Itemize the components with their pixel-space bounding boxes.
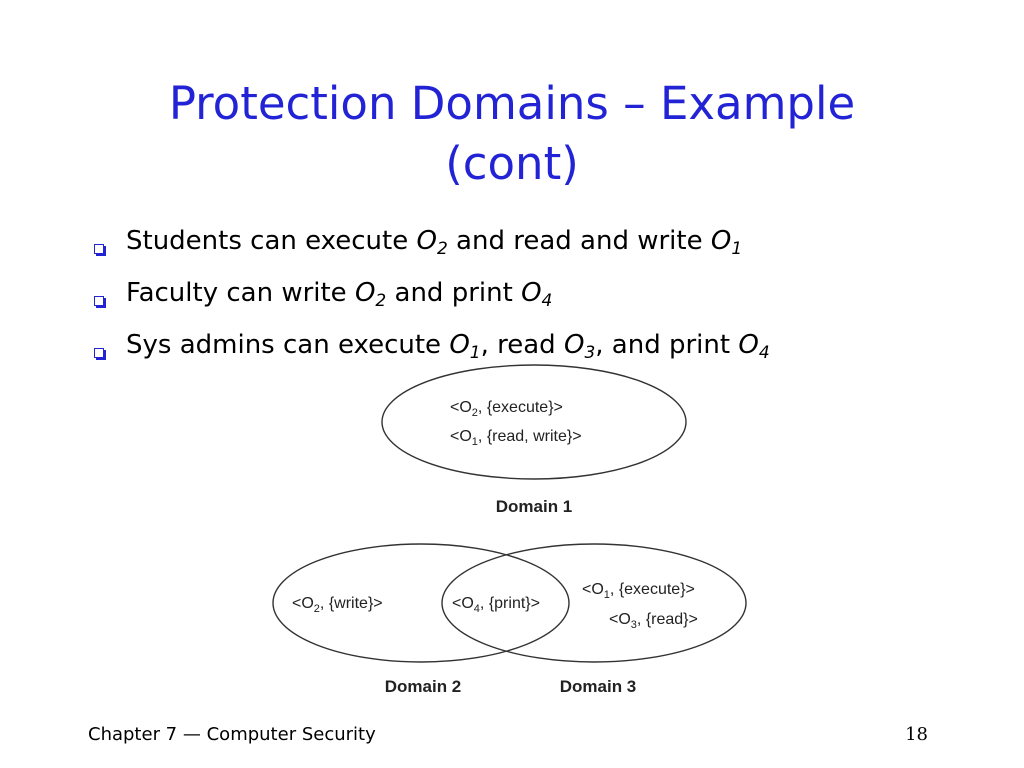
domain-3-ellipse [441,543,747,663]
entry-rights: , {print}> [480,595,540,612]
entry-prefix: <O [452,595,474,612]
domain-1-ellipse [381,364,687,480]
bullet-item: Sys admins can execute O1, read O3, and … [92,330,972,382]
entry-rights: , {read, write}> [478,428,582,445]
footer-dash: — [182,724,201,745]
entry-subscript: 2 [314,603,320,615]
entry-subscript: 4 [474,603,480,615]
bullet-list: Students can execute O2 and read and wri… [92,226,972,382]
square-bullet-icon [94,244,104,254]
text-run: Faculty can write [126,278,355,308]
entry-subscript: 3 [631,619,637,631]
subscript: 3 [584,343,596,363]
slide-title-line-1: Protection Domains – Example [168,77,856,130]
entry-rights: , {execute}> [478,399,563,416]
text-run: , and print [595,330,739,360]
square-bullet-icon [94,348,104,358]
object-symbol: O [354,278,376,308]
domain-1-entry: <O2, {execute}> [450,399,563,419]
shared-entry: <O4, {print}> [452,595,540,615]
domain-2-entry: <O2, {write}> [292,595,383,615]
text-run: and read and write [447,226,711,256]
entry-subscript: 1 [604,589,610,601]
slide-title: Protection Domains – Example (cont) [90,74,934,194]
entry-prefix: <O [450,428,472,445]
bullet-item: Faculty can write O2 and print O4 [92,278,972,330]
object-symbol: O [563,330,585,360]
domain-1-label: Domain 1 [496,497,573,516]
object-symbol: O [738,330,759,360]
bullet-text: Faculty can write O2 and print O4 [126,278,553,311]
subscript: 2 [436,239,448,259]
subscript: 1 [469,343,481,363]
entry-prefix: <O [582,581,604,598]
domain-3-entry: <O3, {read}> [609,611,698,631]
entry-rights: , {execute}> [610,581,695,598]
object-symbol: O [521,278,542,308]
entry-prefix: <O [292,595,314,612]
footer-chapter-number: Chapter 7 [88,724,178,745]
subscript: 1 [731,239,743,259]
domain-3-label: Domain 3 [560,677,637,696]
entry-prefix: <O [609,611,631,628]
entry-subscript: 1 [472,436,478,448]
domain-3-entry: <O1, {execute}> [582,581,695,601]
domain-2-ellipse [272,543,570,663]
entry-prefix: <O [450,399,472,416]
bullet-item: Students can execute O2 and read and wri… [92,226,972,278]
slide-title-line-2: (cont) [445,137,579,190]
page-number: 18 [905,724,928,745]
subscript: 4 [541,291,553,311]
object-symbol: O [710,226,732,256]
text-run: Sys admins can execute [126,330,450,360]
subscript: 2 [375,291,387,311]
text-run: and print [386,278,522,308]
text-run: Students can execute [126,226,417,256]
domain-2-label: Domain 2 [385,677,462,696]
bullet-text: Students can execute O2 and read and wri… [126,226,743,259]
entry-subscript: 2 [472,407,478,419]
entry-rights: , {read}> [637,611,698,628]
text-run: , read [480,330,564,360]
footer-chapter: Chapter 7 — Computer Security [88,724,376,745]
subscript: 4 [758,343,770,363]
bullet-text: Sys admins can execute O1, read O3, and … [126,330,770,363]
entry-rights: , {write}> [320,595,383,612]
square-bullet-icon [94,296,104,306]
object-symbol: O [416,226,437,256]
footer-topic: Computer Security [206,724,376,745]
domain-1-entry: <O1, {read, write}> [450,428,582,448]
object-symbol: O [449,330,470,360]
